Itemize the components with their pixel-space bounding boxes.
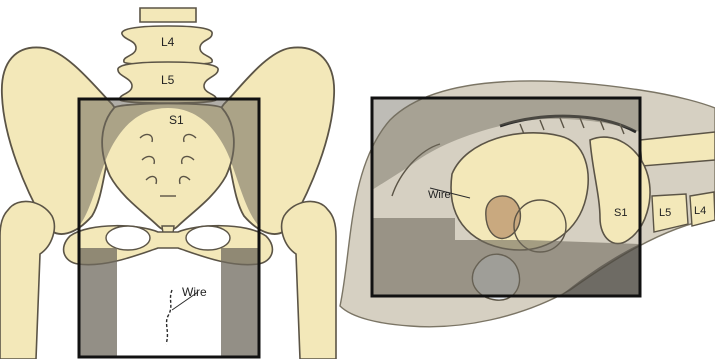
right-obturator-foramen xyxy=(186,226,230,250)
right-femur xyxy=(282,201,336,359)
label-l4-lateral: L4 xyxy=(694,205,706,217)
left-obturator-foramen xyxy=(106,226,150,250)
left-block-shield xyxy=(79,248,117,356)
label-l4-anterior: L4 xyxy=(161,35,175,49)
vertebra-top-partial xyxy=(140,8,196,22)
right-block-shield xyxy=(221,248,259,356)
lateral-view: Wire S1 L5 L4 xyxy=(340,81,715,327)
left-femur xyxy=(0,201,54,359)
label-l5-anterior: L5 xyxy=(161,73,175,87)
label-s1-anterior: S1 xyxy=(169,113,184,127)
perineal-wire-marker xyxy=(166,290,172,344)
label-wire-anterior: Wire xyxy=(182,285,207,299)
label-s1-lateral: S1 xyxy=(614,207,627,219)
label-wire-lateral: Wire xyxy=(428,189,451,201)
anterior-view: L4 L5 S1 Wire xyxy=(0,8,336,359)
label-l5-lateral: L5 xyxy=(659,207,671,219)
